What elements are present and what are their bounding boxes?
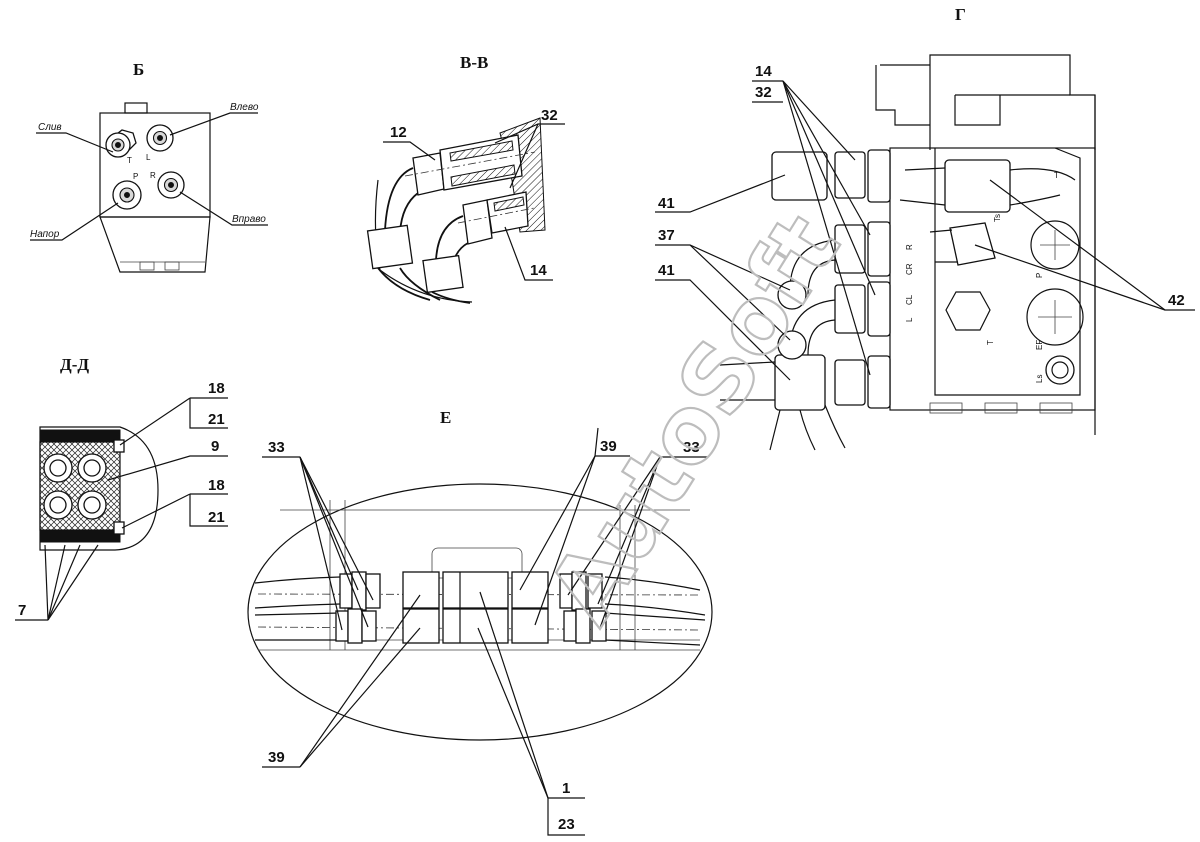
- callout-1: 1: [562, 780, 570, 797]
- callout-14-g: 14: [755, 63, 772, 80]
- port-mark-ef: EF: [1035, 340, 1044, 350]
- hose-e-upper: [254, 576, 341, 609]
- view-dd-outline: [39, 426, 159, 551]
- callout-18-lower: 18: [208, 477, 225, 494]
- port-mark-t: T: [1054, 171, 1059, 180]
- callout-12: 12: [390, 124, 407, 141]
- port-mark-cl: CL: [905, 294, 914, 305]
- fitting-14-nut: [462, 199, 493, 245]
- callout-32-g: 32: [755, 84, 772, 101]
- view-b-title: Б: [133, 60, 144, 79]
- port-mark-ls: Ls: [1035, 375, 1044, 383]
- fitting-drain-icon: [105, 129, 137, 158]
- view-vv: В-В 12 32 14: [366, 53, 565, 304]
- callout-37: 37: [658, 227, 675, 244]
- port-letter-p: P: [133, 172, 138, 181]
- view-vv-title: В-В: [460, 53, 488, 72]
- fitting-right-icon: [157, 171, 185, 199]
- callout-41-upper: 41: [658, 195, 675, 212]
- callout-33-right: 33: [683, 439, 700, 456]
- port-mark-cr: CR: [905, 263, 914, 275]
- view-e-ellipse: [247, 483, 713, 741]
- port-mark-p: P: [1035, 273, 1044, 278]
- view-dd: Д-Д 18 21 9 18 21 7: [15, 355, 228, 621]
- fitting-left-icon: [146, 124, 174, 152]
- callout-23: 23: [558, 816, 575, 833]
- callout-41-lower: 41: [658, 262, 675, 279]
- callout-21-upper: 21: [208, 411, 225, 428]
- port-label-drain: Слив: [38, 122, 62, 133]
- nut-stack-icon: [834, 149, 891, 409]
- port-mark-r: R: [905, 244, 914, 250]
- port-mark-l: L: [905, 317, 914, 322]
- view-g-title: Г: [955, 5, 966, 24]
- hose-e-lower: [254, 612, 341, 641]
- callout-18-upper: 18: [208, 380, 225, 397]
- callout-21-lower: 21: [208, 509, 225, 526]
- port-letter-l: L: [146, 153, 151, 162]
- plug-bolt-icon: [945, 220, 1084, 385]
- hose-42-upper: [899, 167, 946, 206]
- fitting-row-upper: [339, 571, 603, 611]
- sleeve-42-upper: [944, 159, 1011, 213]
- view-b: Б T L P R Слив Влево Напор В: [30, 60, 268, 273]
- view-e-title: Е: [440, 408, 451, 427]
- port-letter-t: T: [127, 156, 132, 165]
- port-letter-r: R: [150, 171, 156, 180]
- port-mark-ts: Ts: [993, 214, 1002, 222]
- port-label-pressure: Напор: [30, 229, 60, 240]
- callout-32: 32: [541, 107, 558, 124]
- callout-39-lower: 39: [268, 749, 285, 766]
- sleeve-42-lower: [949, 222, 996, 266]
- hose-upper: [384, 167, 414, 231]
- port-label-right: Вправо: [232, 214, 266, 225]
- view-g: Г T R CR CL L Ts P T EF Ls: [655, 5, 1195, 451]
- watermark: AutoSoft: [528, 197, 861, 642]
- hose-section-icon: [43, 453, 107, 520]
- view-e: Е: [247, 408, 713, 836]
- view-b-lower-body: [99, 216, 211, 273]
- callout-9: 9: [211, 438, 219, 455]
- callout-7: 7: [18, 602, 26, 619]
- view-b-top-boss: [124, 102, 148, 114]
- port-label-left: Влево: [230, 102, 259, 113]
- fitting-row-lower: [335, 608, 607, 644]
- sleeve-41-upper: [771, 151, 828, 201]
- callout-14-vv: 14: [530, 262, 547, 279]
- fitting-pressure-icon: [112, 180, 142, 210]
- port-mark-t2: T: [986, 340, 995, 345]
- callout-33-left: 33: [268, 439, 285, 456]
- view-dd-title: Д-Д: [60, 355, 89, 374]
- callout-42: 42: [1168, 292, 1185, 309]
- callout-39-upper: 39: [600, 438, 617, 455]
